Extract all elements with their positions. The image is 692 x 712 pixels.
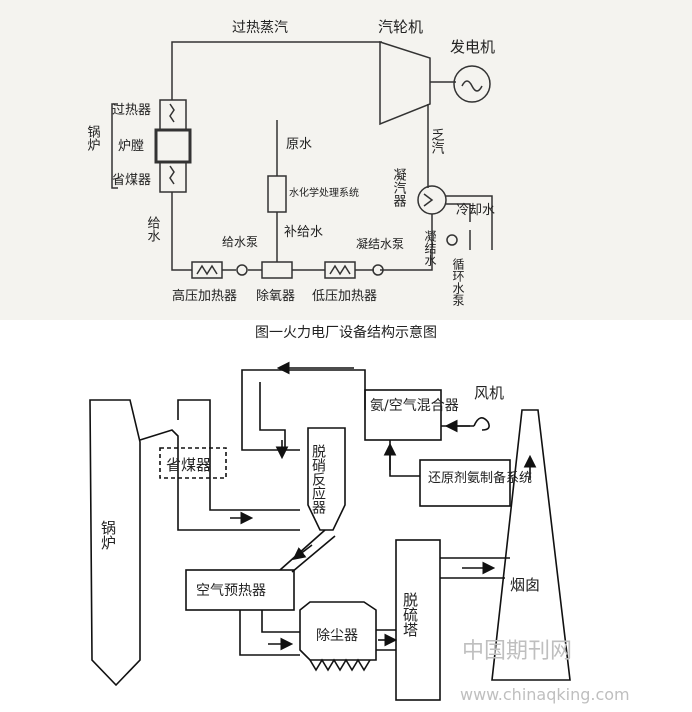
condenser-coil	[423, 193, 434, 207]
generator-symbol	[453, 65, 491, 103]
lp-heater-box	[324, 261, 356, 279]
dust-collector-label: 除尘器	[316, 628, 358, 644]
water-treatment-box	[267, 175, 287, 213]
flue-duct-upper	[177, 399, 300, 511]
mixer-box	[364, 389, 442, 441]
generator-label: 发电机	[450, 38, 495, 56]
makeup-water-label: 补给水	[284, 225, 323, 240]
superheater-box	[159, 99, 187, 131]
lp-heater-label: 低压加热器	[312, 289, 377, 304]
circulating-pump-symbol	[446, 234, 458, 246]
deaerator-box	[261, 261, 293, 279]
turbine-label: 汽轮机	[378, 18, 423, 36]
flue-duct-lower	[139, 429, 300, 531]
economizer-label: 省煤器	[112, 173, 151, 188]
preheater-out-upper	[261, 610, 300, 633]
superheater-label: 过热器	[112, 103, 151, 118]
reductant-line	[389, 440, 420, 477]
water-treatment-label: 水化学处理系统	[289, 186, 359, 199]
economizer-label-2: 省煤器	[166, 456, 211, 474]
inner-duct-line	[259, 382, 286, 450]
condensate-pump-symbol	[372, 264, 384, 276]
fan-symbol	[473, 417, 490, 431]
reductant-box	[419, 459, 511, 507]
figure-1-panel: 过热蒸汽 汽轮机 发电机 锅炉 过热器 炉膛 省煤器 原水 水化学处理系统 乏汽…	[0, 0, 692, 320]
diag-flow-arrow	[292, 544, 313, 560]
reductant-label: 还原剂氨制备系统	[428, 470, 532, 486]
feed-water-label: 给水	[145, 216, 161, 242]
condensate-line	[380, 214, 433, 271]
watermark-url: www.chinaqking.com	[460, 685, 630, 704]
deaerator-label: 除氧器	[256, 289, 295, 304]
chimney-label: 烟囱	[510, 576, 540, 594]
superheated-steam-line	[171, 41, 382, 100]
feed-pump-symbol	[236, 264, 248, 276]
scr-reactor-label: 脱硝反应器	[310, 444, 326, 514]
chimney-shape	[491, 409, 571, 681]
figure-1-caption: 图一火力电厂设备结构示意图	[255, 325, 437, 341]
feed-pump-label: 给水泵	[222, 235, 258, 249]
economizer-dashed-box	[159, 447, 227, 479]
circulating-pump-label: 循环水泵	[451, 258, 465, 306]
air-preheater-label: 空气预热器	[196, 583, 266, 599]
turbine-shape	[379, 40, 431, 126]
ammonia-return-line	[241, 369, 366, 451]
fan-label: 风机	[474, 384, 504, 402]
boiler-brace	[111, 103, 118, 189]
figure-2-panel: 风机 氨/空气混合器 省煤器 脱硝反应器 锅炉 还原剂氨制备系统 空气预热器 脱…	[0, 340, 692, 708]
desulf-tower-label: 脱硫塔	[401, 592, 419, 637]
exhaust-steam-label: 乏汽	[429, 128, 445, 154]
cooling-water-in	[446, 203, 471, 222]
mixer-label: 氨/空气混合器	[370, 398, 459, 414]
scr-reactor-shape	[307, 427, 346, 531]
denitrification-diagram: 风机 氨/空气混合器 省煤器 脱硝反应器 锅炉 还原剂氨制备系统 空气预热器 脱…	[89, 361, 630, 704]
duct-diag-b	[291, 535, 336, 573]
feed-water-line	[171, 192, 192, 271]
condenser-label: 凝汽器	[391, 167, 407, 208]
generator-wave	[461, 80, 483, 92]
boiler-label-2: 锅炉	[99, 520, 117, 550]
desulf-tower-box	[395, 539, 441, 701]
economizer-coil	[169, 165, 175, 185]
dust-collector-shape	[299, 601, 377, 661]
economizer-box	[159, 161, 187, 193]
hp-heater-coil	[196, 264, 218, 276]
superheated-steam-label: 过热蒸汽	[232, 20, 288, 36]
watermark-cn: 中国期刊网	[462, 639, 572, 664]
furnace-box	[154, 128, 192, 164]
boiler-label: 锅炉	[85, 124, 101, 151]
condensate-label: 凝结水	[423, 229, 437, 266]
dust-hopper-teeth	[309, 658, 371, 672]
raw-water-label: 原水	[286, 137, 312, 152]
lp-heater-coil	[329, 264, 351, 276]
power-plant-diagram: 过热蒸汽 汽轮机 发电机 锅炉 过热器 炉膛 省煤器 原水 水化学处理系统 乏汽…	[85, 18, 496, 306]
hp-heater-label: 高压加热器	[172, 288, 237, 304]
cooling-water-label: 冷却水	[456, 203, 495, 218]
superheater-coil	[169, 103, 175, 123]
preheater-out-lower	[239, 610, 300, 656]
hp-heater-box	[191, 261, 223, 279]
cooling-water-out	[446, 195, 493, 250]
furnace-label: 炉膛	[118, 139, 144, 154]
boiler-shape	[89, 399, 141, 687]
condensate-pump-label: 凝结水泵	[356, 236, 404, 251]
